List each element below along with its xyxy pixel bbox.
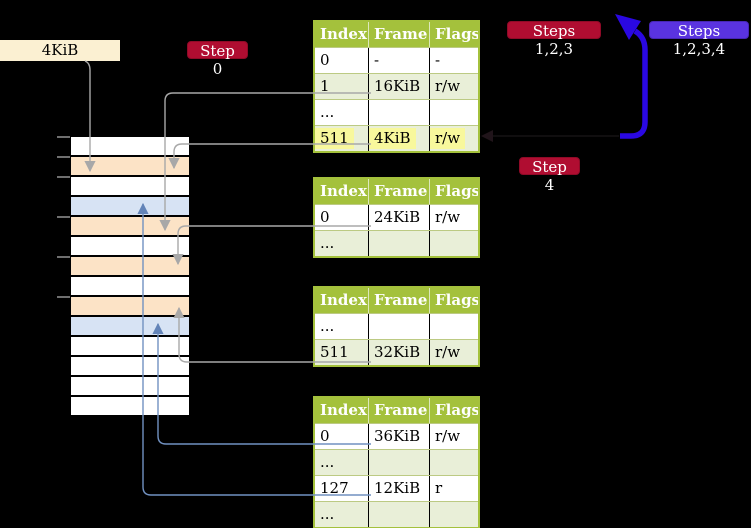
column-header-frame: Frame: [368, 179, 429, 204]
column-header-flags: Flags: [429, 22, 478, 47]
column-header-index: Index: [320, 291, 367, 309]
memory-frame-row: [71, 137, 189, 157]
table-row: 0 36KiB r/w: [315, 423, 478, 449]
steps1234-badge: Steps 1,2,3,4: [649, 21, 749, 58]
memory-frame-row: [71, 217, 189, 237]
memory-scale-tick: [57, 256, 70, 258]
column-header-flags: Flags: [429, 398, 478, 423]
table-row: 0 - -: [315, 47, 478, 73]
steps123-badge: Steps 1,2,3: [507, 21, 601, 58]
memory-frame-row: [71, 177, 189, 197]
highlighted-value: 4KiB: [369, 128, 416, 149]
column-header-frame: Frame: [368, 22, 429, 47]
table-row-recursive-entry: 511 4KiB r/w: [315, 125, 478, 151]
table-row: ...: [315, 99, 478, 125]
column-header-index: Index: [320, 182, 367, 200]
highlighted-value: 511: [315, 128, 354, 149]
frame-size-label: 4KiB: [0, 40, 120, 61]
column-header-index: Index: [320, 25, 367, 43]
memory-frame-row: [71, 317, 189, 337]
memory-frame-row: [71, 257, 189, 277]
table-row: 511 32KiB r/w: [315, 339, 478, 365]
table-row: ...: [315, 449, 478, 475]
memory-scale-tick: [57, 176, 70, 178]
table-header-row: Index Frame Flags: [315, 179, 478, 204]
table-header-row: Index Frame Flags: [315, 288, 478, 313]
memory-frame-row: [71, 357, 189, 377]
memory-frame-row: [71, 277, 189, 297]
highlighted-value: r/w: [430, 128, 466, 149]
physical-memory-column: [71, 137, 189, 417]
memory-scale-tick: [57, 296, 70, 298]
column-header-flags: Flags: [429, 288, 478, 313]
memory-scale-tick: [57, 136, 70, 138]
table-row: ...: [315, 313, 478, 339]
memory-frame-row: [71, 397, 189, 417]
table-header-row: Index Frame Flags: [315, 398, 478, 423]
recursive-loop-arrowhead: [615, 14, 641, 40]
table-row: ...: [315, 501, 478, 527]
memory-frame-row: [71, 337, 189, 357]
column-header-index: Index: [320, 401, 367, 419]
memory-frame-row: [71, 157, 189, 177]
page-table-level2: Index Frame Flags ... 511 32KiB r/w: [313, 286, 480, 367]
column-header-frame: Frame: [368, 288, 429, 313]
memory-scale-tick: [57, 216, 70, 218]
page-table-level3: Index Frame Flags 0 24KiB r/w ...: [313, 177, 480, 258]
memory-frame-row: [71, 377, 189, 397]
table-row: 1 16KiB r/w: [315, 73, 478, 99]
table-row: 0 24KiB r/w: [315, 204, 478, 230]
memory-frame-row: [71, 197, 189, 217]
recursive-loop-arrow: [620, 28, 648, 139]
column-header-flags: Flags: [429, 179, 478, 204]
column-header-frame: Frame: [368, 398, 429, 423]
memory-frame-row: [71, 237, 189, 257]
page-table-level4: Index Frame Flags 0 - - 1 16KiB r/w ... …: [313, 20, 480, 153]
memory-scale-tick: [57, 156, 70, 158]
memory-frame-row: [71, 297, 189, 317]
hidden-loop-arrowhead: [481, 130, 493, 142]
table-row: ...: [315, 230, 478, 256]
step0-badge: Step 0: [187, 41, 248, 78]
page-table-level1: Index Frame Flags 0 36KiB r/w ... 127 12…: [313, 396, 480, 528]
step4-badge: Step 4: [519, 157, 580, 194]
table-row: 127 12KiB r: [315, 475, 478, 501]
table-header-row: Index Frame Flags: [315, 22, 478, 47]
